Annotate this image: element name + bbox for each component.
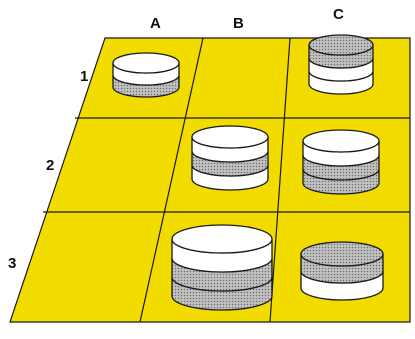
row-label-3: 3 [8, 255, 16, 272]
disc-stack-c1 [309, 35, 373, 94]
row-label-2: 2 [46, 157, 54, 174]
disc-stack-b2 [192, 126, 268, 190]
row-label-1: 1 [80, 68, 88, 85]
disc-top-face [192, 126, 268, 148]
disc-stack-c3 [301, 242, 383, 300]
column-label-a: A [150, 15, 161, 32]
disc-top-face [113, 53, 179, 73]
disc-top-face [172, 225, 272, 253]
column-label-c: C [333, 6, 344, 23]
disc-stack-a1 [113, 53, 179, 97]
disc-stack-c2 [303, 130, 379, 194]
disc-top-face [301, 242, 383, 266]
column-label-b: B [233, 15, 244, 32]
disc-top-face [303, 130, 379, 152]
disc-stack-b3 [172, 225, 272, 310]
disc-top-face [309, 35, 373, 55]
